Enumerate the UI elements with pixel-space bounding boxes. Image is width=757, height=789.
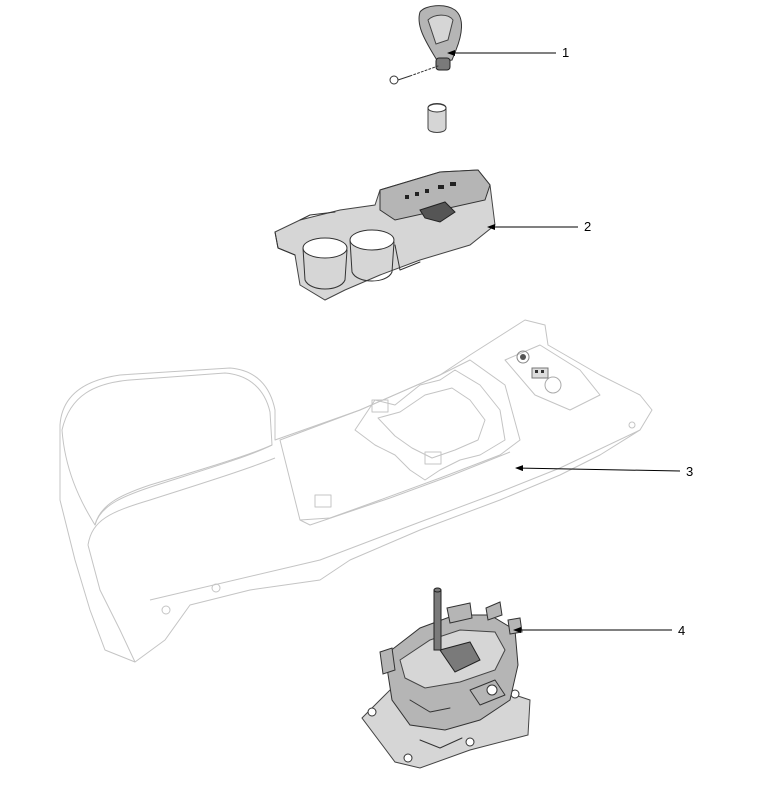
- shift-pattern-markings: [405, 182, 456, 223]
- callout-1-label: 1: [562, 45, 569, 60]
- callout-3-leader: [515, 465, 681, 472]
- callout-1: 1: [447, 45, 569, 60]
- callout-2-label: 2: [584, 219, 591, 234]
- callout-4: 4: [513, 623, 685, 638]
- callout-3: 3: [515, 464, 693, 479]
- shift-knob: [389, 5, 462, 133]
- callout-3-label: 3: [686, 464, 693, 479]
- callout-4-label: 4: [678, 623, 685, 638]
- shift-lever-assembly: [361, 587, 531, 769]
- floor-console: [59, 319, 653, 663]
- callout-2: 2: [487, 219, 591, 234]
- console-upper-cover: [274, 169, 496, 301]
